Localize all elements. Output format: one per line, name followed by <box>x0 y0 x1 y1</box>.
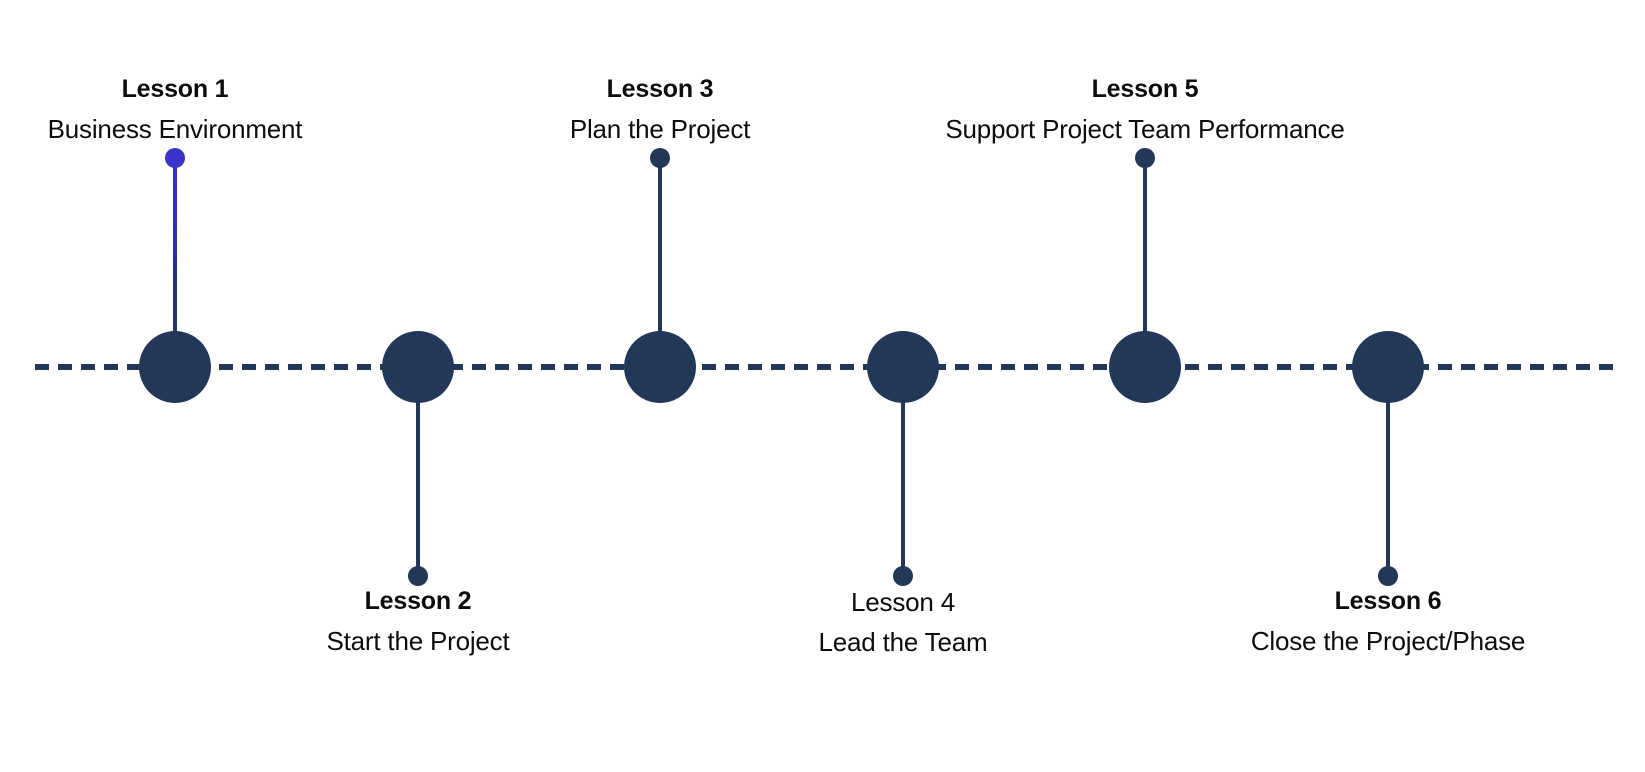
timeline-stem-lesson-6 <box>1378 367 1398 586</box>
timeline-circle-lesson-1[interactable] <box>139 331 211 403</box>
timeline-stem-dot-lesson-3 <box>650 148 670 168</box>
timeline-circle-lesson-6[interactable] <box>1352 331 1424 403</box>
timeline-stem-lesson-5 <box>1135 148 1155 367</box>
lesson-title-6: Lesson 6 <box>1334 587 1442 615</box>
timeline-stem-lesson-2 <box>408 367 428 586</box>
timeline-circle-lesson-4[interactable] <box>867 331 939 403</box>
timeline-label-lesson-4: Lesson 4 Lead the Team <box>543 589 1263 655</box>
timeline-stem-dot-lesson-5 <box>1135 148 1155 168</box>
timeline-stem-dot-lesson-4 <box>893 566 913 586</box>
timeline-circle-lesson-2[interactable] <box>382 331 454 403</box>
lesson-title-4: Lesson 4 <box>851 587 955 617</box>
timeline-label-lesson-3: Lesson 3 Plan the Project <box>300 75 1020 144</box>
timeline-label-lesson-2: Lesson 2 Start the Project <box>58 587 778 656</box>
timeline-circle-lesson-5[interactable] <box>1109 331 1181 403</box>
lesson-subtitle-1: Business Environment <box>47 114 303 144</box>
lesson-subtitle-2: Start the Project <box>326 626 510 656</box>
lesson-title-2: Lesson 2 <box>364 587 472 615</box>
timeline-stem-lesson-3 <box>650 148 670 367</box>
timeline-axis-dashed-line <box>35 364 1620 370</box>
timeline-stem-dot-lesson-2 <box>408 566 428 586</box>
timeline-stem-lesson-1 <box>165 148 185 367</box>
timeline-label-lesson-6: Lesson 6 Close the Project/Phase <box>1028 587 1645 656</box>
timeline-stem-dot-lesson-1 <box>165 148 185 168</box>
timeline-label-lesson-1: Lesson 1 Business Environment <box>0 75 535 144</box>
timeline-stem-lesson-4 <box>893 367 913 586</box>
timeline-circle-lesson-3[interactable] <box>624 331 696 403</box>
lesson-title-1: Lesson 1 <box>121 75 229 103</box>
lesson-subtitle-3: Plan the Project <box>569 114 751 144</box>
lesson-subtitle-5: Support Project Team Performance <box>945 114 1345 144</box>
timeline-stem-dot-lesson-6 <box>1378 566 1398 586</box>
lesson-subtitle-6: Close the Project/Phase <box>1250 626 1526 656</box>
lesson-title-5: Lesson 5 <box>1091 75 1199 103</box>
lesson-subtitle-4: Lead the Team <box>818 627 988 657</box>
lesson-title-3: Lesson 3 <box>606 75 714 103</box>
timeline-label-lesson-5: Lesson 5 Support Project Team Performanc… <box>785 75 1505 144</box>
